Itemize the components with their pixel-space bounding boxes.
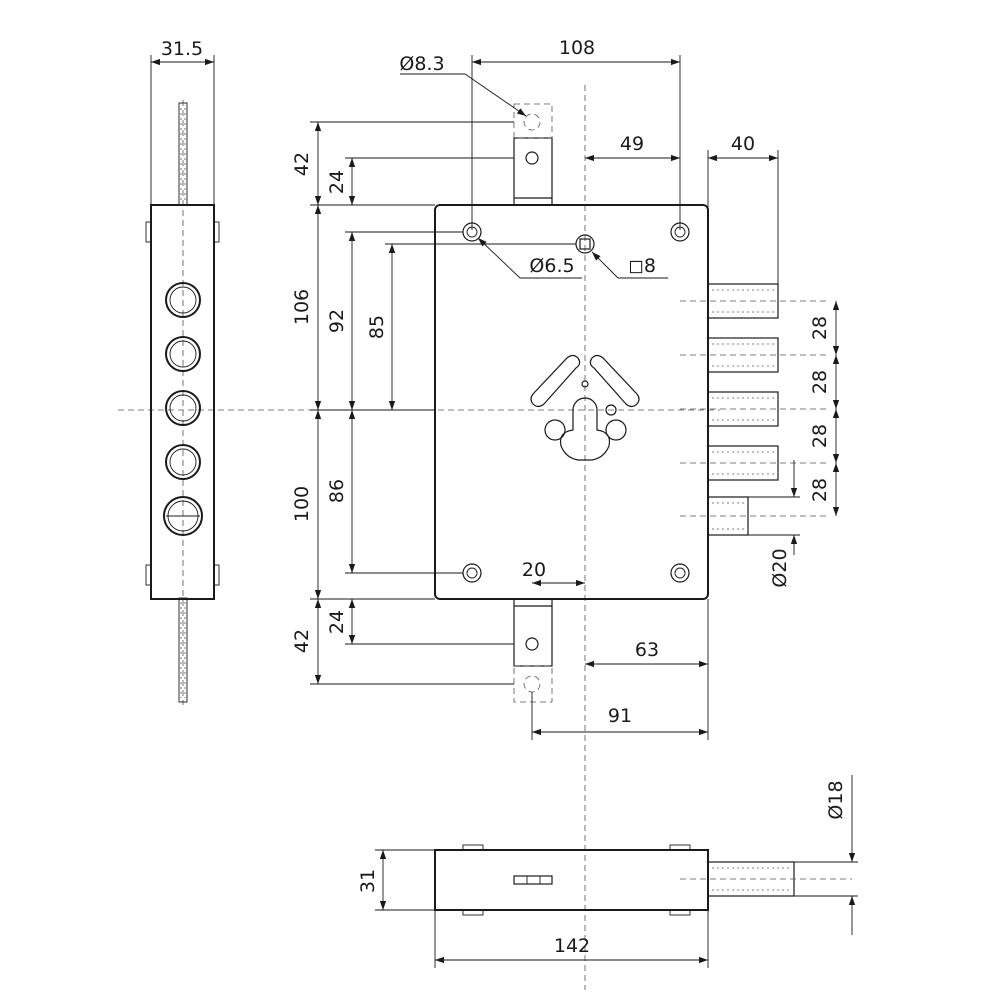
dim-42-bottom: 42 <box>291 629 313 653</box>
dim-86: 86 <box>326 479 348 503</box>
dim-92: 92 <box>326 309 348 333</box>
dim-40: 40 <box>731 133 755 155</box>
front-view <box>434 103 830 703</box>
dim-91: 91 <box>608 705 632 727</box>
dim-phi-20: Ø20 <box>769 548 791 587</box>
dim-142: 142 <box>554 935 590 957</box>
dim-100: 100 <box>291 486 313 522</box>
dim-42-top: 42 <box>291 152 313 176</box>
dim-28-d: 28 <box>809 478 831 502</box>
dim-28-c: 28 <box>809 424 831 448</box>
side-view <box>145 55 220 703</box>
dim-phi-6-5: Ø6.5 <box>529 255 574 277</box>
dim-63: 63 <box>635 639 659 661</box>
dim-24-bottom: 24 <box>326 610 348 634</box>
front-view-dimensions <box>310 55 840 740</box>
center-lines <box>118 85 720 990</box>
dim-phi-8-3: Ø8.3 <box>399 53 444 75</box>
dim-85: 85 <box>366 315 388 339</box>
dim-108: 108 <box>559 37 595 59</box>
dim-phi-18: Ø18 <box>825 780 847 819</box>
dim-28-b: 28 <box>809 370 831 394</box>
dim-square-8: ◻8 <box>628 255 656 277</box>
bottom-view <box>375 775 858 968</box>
side-bolts <box>680 283 830 536</box>
dim-106: 106 <box>291 289 313 325</box>
dim-31: 31 <box>357 869 379 893</box>
dim-49: 49 <box>620 133 644 155</box>
dim-20: 20 <box>522 559 546 581</box>
dim-24-top: 24 <box>326 170 348 194</box>
dim-31-5: 31.5 <box>161 38 203 60</box>
dim-28-a: 28 <box>809 316 831 340</box>
